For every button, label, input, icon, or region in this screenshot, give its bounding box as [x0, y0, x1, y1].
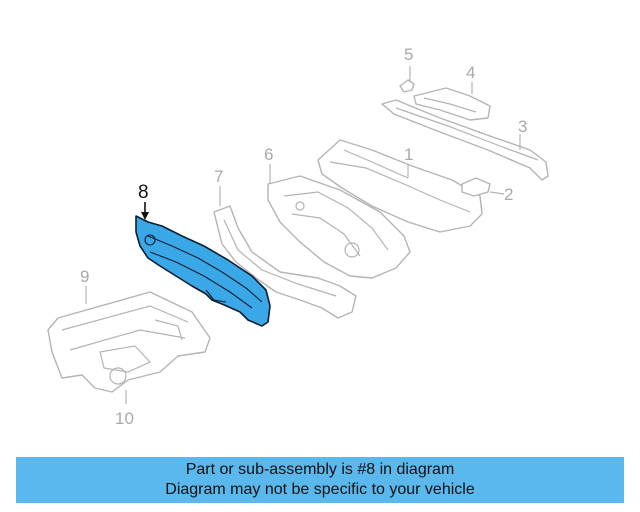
part-4-bracket — [413, 87, 491, 121]
part-5-clip — [399, 79, 415, 93]
callout-5: 5 — [404, 45, 413, 64]
part-1-cowl-panel — [317, 139, 483, 233]
callout-8: 8 — [138, 182, 149, 203]
callout-6: 6 — [264, 145, 273, 164]
part-6-dash-panel — [267, 175, 411, 279]
callout-4: 4 — [466, 63, 475, 82]
callout-1: 1 — [404, 145, 413, 164]
callout-7: 7 — [214, 167, 223, 186]
part-8-insulator — [135, 215, 271, 327]
info-banner: Part or sub-assembly is #8 in diagram Di… — [16, 457, 624, 503]
leader-lines — [85, 66, 521, 404]
parts-diagram: 5 4 3 1 2 6 7 8 9 10 — [47, 45, 549, 428]
banner-line-2: Diagram may not be specific to your vehi… — [165, 481, 475, 498]
callout-10: 10 — [115, 409, 134, 428]
part-9-10-lower-structure — [47, 291, 211, 393]
part-7-seal — [213, 205, 357, 319]
callout-2: 2 — [504, 185, 513, 204]
part-2-bracket — [461, 177, 491, 197]
callout-3: 3 — [518, 117, 527, 136]
callout-9: 9 — [80, 267, 89, 286]
banner-line-1: Part or sub-assembly is #8 in diagram — [185, 461, 455, 478]
part-3-rail — [381, 99, 549, 181]
